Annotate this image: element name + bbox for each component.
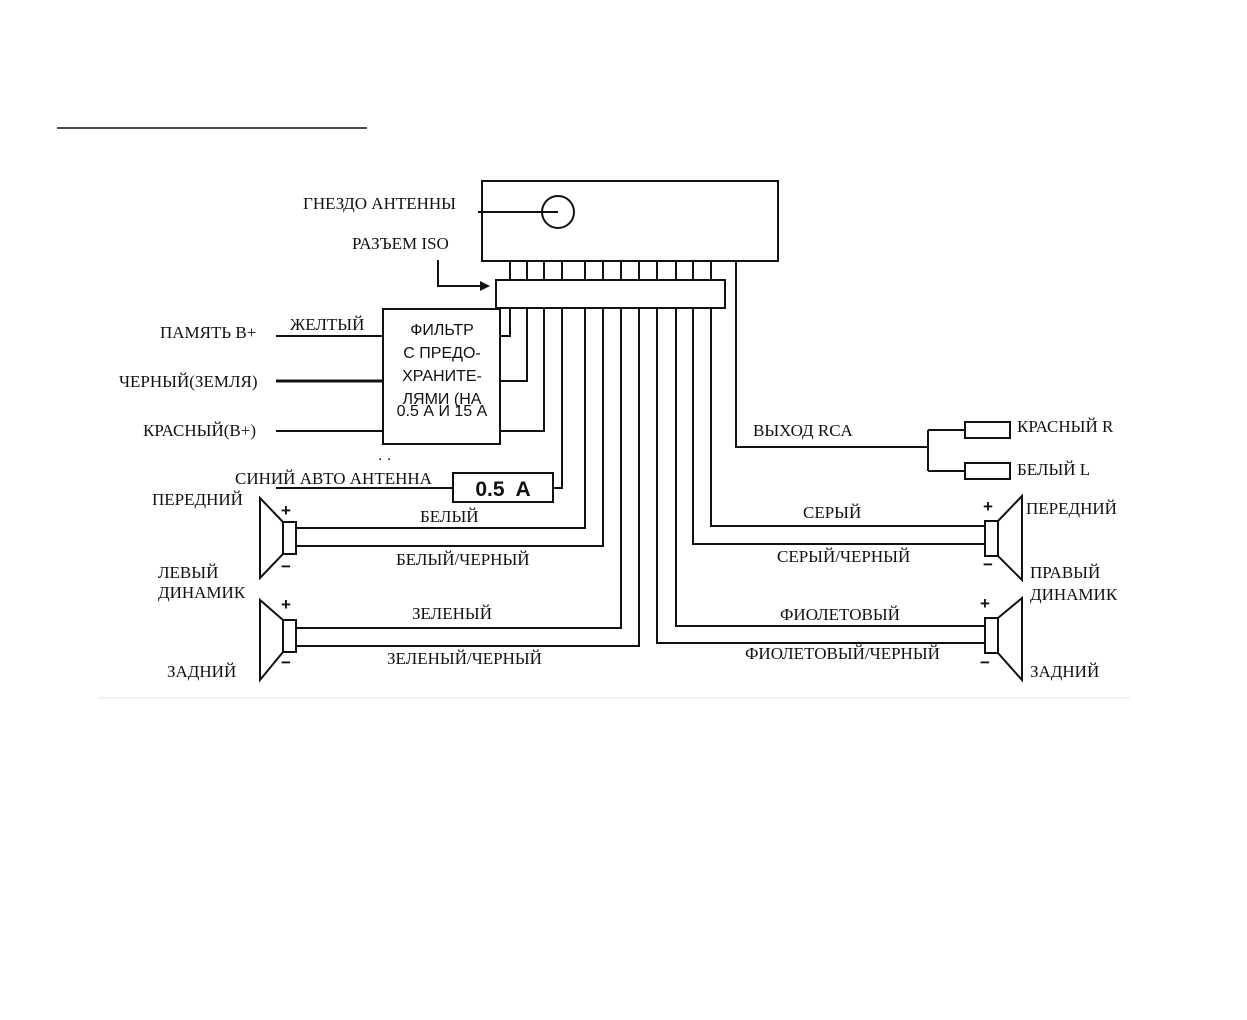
- left-front-label: ПЕРЕДНИЙ: [152, 490, 243, 509]
- wire-violet-label: ФИОЛЕТОВЫЙ: [780, 605, 900, 624]
- iso-arrowhead-icon: [480, 281, 490, 291]
- right-rear-label: ЗАДНИЙ: [1030, 662, 1099, 681]
- rca-r-jack: [964, 421, 1011, 439]
- head-unit: [481, 180, 779, 262]
- right-speaker-label-2: ДИНАМИК: [1030, 585, 1118, 604]
- speaker-right-front-icon: [984, 493, 1023, 583]
- white-l-label: БЕЛЫЙ L: [1017, 460, 1090, 479]
- rca-l-jack: [964, 462, 1011, 480]
- left-rear-minus: −: [281, 653, 291, 672]
- wire-gray-label: СЕРЫЙ: [803, 503, 861, 522]
- wire-white-black: [296, 308, 604, 547]
- left-speaker-label-1: ЛЕВЫЙ: [158, 563, 218, 582]
- black-ground-label: ЧЕРНЫЙ(ЗЕМЛЯ): [119, 372, 257, 391]
- filter-line-5: 0.5 А И 15 А: [397, 403, 488, 420]
- wire-green: [296, 308, 622, 629]
- yellow-label: ЖЕЛТЫЙ: [290, 315, 364, 334]
- right-front-plus: +: [983, 497, 993, 516]
- filter-red-link: [500, 308, 545, 432]
- iso-pins: [509, 261, 712, 280]
- left-rear-plus: +: [281, 595, 291, 614]
- wire-white-black-label: БЕЛЫЙ/ЧЕРНЫЙ: [396, 550, 530, 569]
- wire-violet-black-label: ФИОЛЕТОВЫЙ/ЧЕРНЫЙ: [745, 644, 940, 663]
- speaker-right-rear-icon: [984, 595, 1023, 683]
- wire-violet: [675, 308, 985, 627]
- filter-box: [382, 308, 501, 445]
- memory-b-label: ПАМЯТЬ В+: [160, 323, 256, 342]
- wire-gray: [710, 308, 985, 527]
- wire-green-black: [296, 308, 640, 647]
- wire-green-black-label: ЗЕЛЕНЫЙ/ЧЕРНЫЙ: [387, 649, 542, 668]
- speaker-left-rear-icon: [259, 597, 297, 683]
- wire-gray-black-label: СЕРЫЙ/ЧЕРНЫЙ: [777, 547, 910, 566]
- iso-connector: [495, 279, 726, 309]
- wire-white-label: БЕЛЫЙ: [420, 507, 479, 526]
- fuse-link: [553, 308, 563, 489]
- red-r-label: КРАСНЫЙ R: [1017, 417, 1114, 436]
- filter-line-2: С ПРЕДО-: [403, 345, 480, 362]
- right-speaker-label-1: ПРАВЫЙ: [1030, 563, 1100, 582]
- wire-violet-black: [656, 308, 985, 644]
- antenna-socket-label: ГНЕЗДО АНТЕННЫ: [303, 194, 456, 213]
- wire-white: [296, 308, 586, 529]
- filter-line-3: ХРАНИТЕ-: [402, 368, 482, 385]
- rca-out-label: ВЫХОД RCA: [753, 421, 854, 440]
- dot-marks: . .: [378, 447, 391, 464]
- right-rear-minus: −: [980, 653, 990, 672]
- right-front-minus: −: [983, 555, 993, 574]
- blue-antenna-label: СИНИЙ АВТО АНТЕННА: [235, 469, 433, 488]
- rca-wire: [735, 261, 928, 448]
- filter-line-4: ЛЯМИ (НА: [403, 391, 482, 408]
- filter-memory-link: [500, 308, 511, 337]
- right-rear-plus: +: [980, 594, 990, 613]
- fuse-label: 0.5 A: [475, 478, 530, 501]
- right-front-label: ПЕРЕДНИЙ: [1026, 499, 1117, 518]
- left-rear-label: ЗАДНИЙ: [167, 662, 236, 681]
- wire-green-label: ЗЕЛЕНЫЙ: [412, 604, 492, 623]
- left-front-plus: +: [281, 501, 291, 520]
- speaker-left-front-icon: [259, 495, 297, 581]
- red-b-label: КРАСНЫЙ(В+): [143, 421, 256, 440]
- filter-ground-link: [500, 308, 528, 382]
- iso-connector-label: РАЗЪЕМ ISO: [352, 234, 449, 253]
- left-speaker-label-2: ДИНАМИК: [158, 583, 246, 602]
- filter-line-1: ФИЛЬТР: [410, 322, 474, 339]
- iso-arrow: [437, 260, 482, 287]
- left-front-minus: −: [281, 557, 291, 576]
- wire-gray-black: [692, 308, 985, 545]
